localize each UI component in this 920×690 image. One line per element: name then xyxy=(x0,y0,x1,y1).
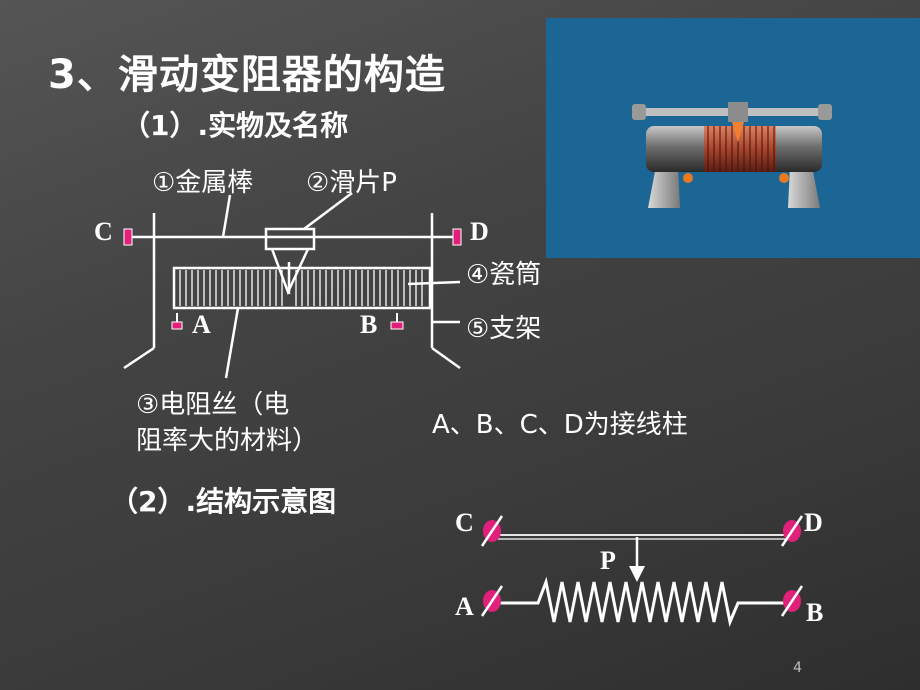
terminal-label-b: B xyxy=(360,310,378,339)
label-ceramic-tube: ④瓷筒 xyxy=(466,260,542,290)
section-heading-1: （1）.实物及名称 xyxy=(122,109,349,142)
rheostat-photo-drawing xyxy=(632,102,832,208)
resistance-wire-coil xyxy=(179,270,423,306)
terminal-markers xyxy=(123,228,462,330)
rheostat-schematic xyxy=(480,515,804,628)
terminal-label-c: C xyxy=(94,217,113,246)
label-resistance-wire-1: ③电阻丝（电 xyxy=(136,390,290,420)
slide-title: 3、滑动变阻器的构造 xyxy=(48,52,446,98)
rheostat-photo xyxy=(546,18,920,258)
schematic-label-p: P xyxy=(600,546,616,575)
structure-diagram xyxy=(123,192,461,379)
label-metal-rod: ①金属棒 xyxy=(152,168,254,198)
terminal-label-d: D xyxy=(470,217,489,246)
schematic-label-c: C xyxy=(455,508,474,537)
label-slider: ②滑片P xyxy=(306,168,397,198)
page-number: 4 xyxy=(793,660,802,676)
label-resistance-wire-2: 阻率大的材料） xyxy=(136,426,319,456)
ceramic-tube xyxy=(172,266,432,310)
section-heading-2: （2）.结构示意图 xyxy=(110,485,337,518)
terminal-label-a: A xyxy=(192,310,211,339)
terminal-note: A、B、C、D为接线柱 xyxy=(432,410,688,440)
schematic-label-b: B xyxy=(806,598,824,627)
schematic-label-a: A xyxy=(455,592,474,621)
label-bracket: ⑤支架 xyxy=(466,314,542,344)
schematic-label-d: D xyxy=(804,508,823,537)
